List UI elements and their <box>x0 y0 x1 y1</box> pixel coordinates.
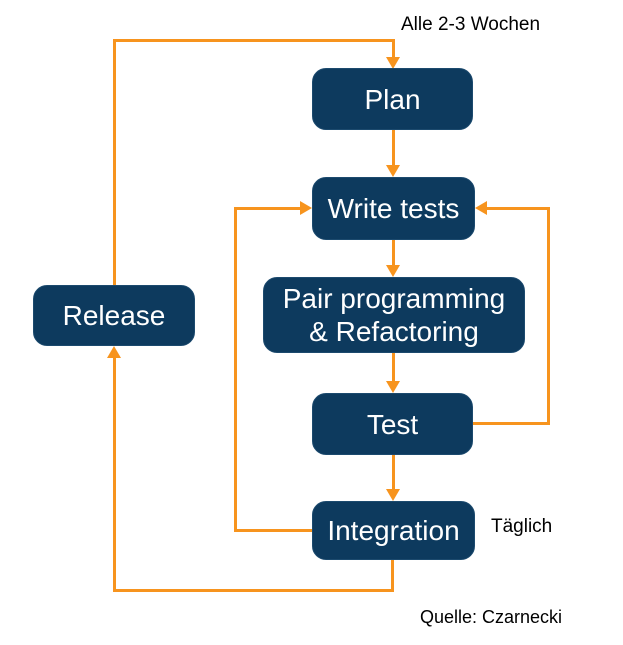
source-credit-label: Quelle: Czarnecki <box>420 607 563 627</box>
edge-integration-to-write-tests-bottom-horizontal <box>234 529 312 532</box>
arrowhead-into-plan-icon <box>386 57 400 69</box>
node-test-label: Test <box>366 408 419 440</box>
arrowhead-into-write-tests-left-icon <box>300 201 312 215</box>
arrowhead-into-release-icon <box>107 346 121 358</box>
arrowhead-into-pair-icon <box>386 265 400 277</box>
node-integration: Integration <box>312 501 475 560</box>
daily-frequency-label: Täglich <box>491 516 553 537</box>
node-write-tests-label: Write tests <box>327 193 460 224</box>
edge-test-to-write-tests-vertical <box>547 207 550 425</box>
edge-write-tests-to-pair <box>392 240 395 266</box>
node-plan: Plan <box>312 68 473 130</box>
node-integration-label: Integration <box>327 515 460 546</box>
edge-test-to-integration <box>392 455 395 490</box>
arrowhead-into-write-tests-right-icon <box>475 201 487 215</box>
node-plan-label: Plan <box>364 83 421 115</box>
arrowhead-into-test-icon <box>386 381 400 393</box>
arrowhead-into-write-tests-top-icon <box>386 165 400 177</box>
node-pair-programming-label-line1: Pair programming <box>282 283 506 314</box>
edge-plan-to-write-tests <box>392 130 395 166</box>
edge-integration-to-release-vertical-right <box>391 560 394 592</box>
edge-test-to-write-tests-top-horizontal <box>487 207 550 210</box>
node-release-label: Release <box>62 300 166 331</box>
arrowhead-into-integration-icon <box>386 489 400 501</box>
edge-integration-to-release-horizontal-bottom <box>113 589 394 592</box>
edge-test-to-write-tests-bottom-horizontal <box>473 422 550 425</box>
edge-integration-to-write-tests-vertical <box>234 207 237 532</box>
node-pair-programming: Pair programming & Refactoring <box>263 277 525 353</box>
node-write-tests: Write tests <box>312 177 475 240</box>
edge-release-to-plan-vertical-left <box>113 40 116 285</box>
node-pair-programming-label-line2: & Refactoring <box>309 316 479 347</box>
node-test: Test <box>312 393 473 455</box>
edge-integration-to-write-tests-top-horizontal <box>234 207 300 210</box>
edge-integration-to-release-vertical-left <box>113 358 116 592</box>
node-release: Release <box>33 285 195 346</box>
edge-pair-to-test <box>392 353 395 382</box>
cycle-frequency-label: Alle 2-3 Wochen <box>401 14 541 35</box>
edge-release-to-plan-vertical-right <box>392 39 395 58</box>
edge-release-to-plan-horizontal-top <box>113 39 395 42</box>
